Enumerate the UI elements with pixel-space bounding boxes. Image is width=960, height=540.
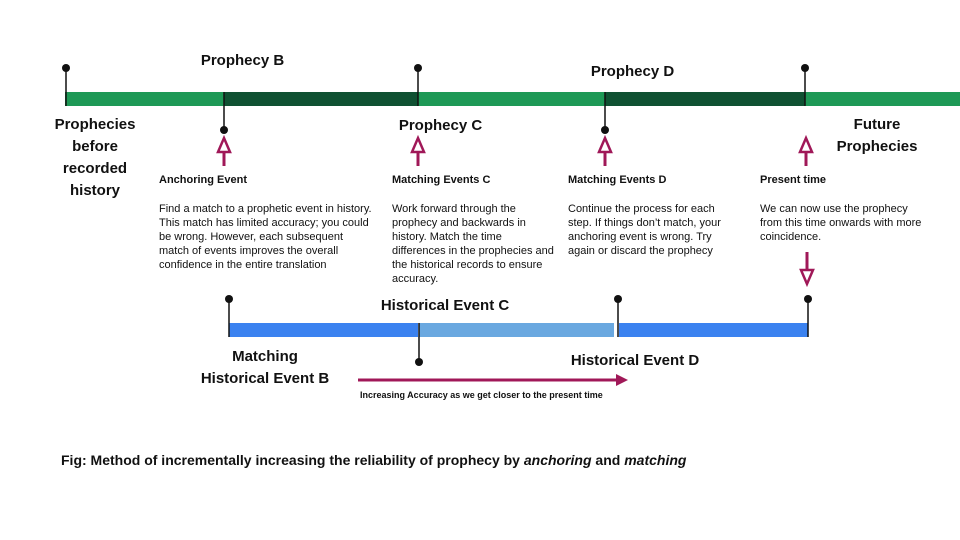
history-segment-d xyxy=(619,323,808,337)
step-matching-c-text: Work forward through the prophecy and ba… xyxy=(392,203,554,285)
caption-prefix: Fig: Method of incrementally increasing … xyxy=(61,452,524,468)
historical-event-b-label: Matching Historical Event B xyxy=(200,348,330,387)
up-arrow-matching-c xyxy=(410,134,426,166)
history-pin-present xyxy=(804,295,812,337)
timeline-pin-present xyxy=(801,64,809,106)
up-arrow-anchoring xyxy=(216,134,232,166)
timeline-pin-c xyxy=(414,64,422,106)
history-pin-c xyxy=(415,323,423,366)
up-arrow-present xyxy=(798,134,814,166)
prophecy-c-label: Prophecy C xyxy=(398,117,483,134)
step-matching-d-text: Continue the process for each step. If t… xyxy=(568,203,721,257)
step-present-heading: Present time xyxy=(760,174,827,186)
step-matching-c-heading: Matching Events C xyxy=(392,174,491,186)
history-segment-c xyxy=(419,323,614,337)
step-matching-d-heading: Matching Events D xyxy=(568,174,667,186)
caption-em-matching: matching xyxy=(624,452,687,468)
figure-caption: Fig: Method of incrementally increasing … xyxy=(61,452,686,468)
accuracy-arrow xyxy=(358,374,628,386)
prophecy-timeline-bar xyxy=(65,92,960,106)
step-anchoring-heading: Anchoring Event xyxy=(159,174,248,186)
history-segment-b xyxy=(229,323,418,337)
down-arrow-present xyxy=(799,252,815,288)
up-arrow-matching-d xyxy=(597,134,613,166)
prophecy-d-label: Prophecy D xyxy=(590,63,675,80)
history-pin-d xyxy=(614,295,622,337)
prophecy-d-segment xyxy=(605,92,805,106)
historical-event-c-label: Historical Event C xyxy=(380,297,510,314)
step-present-text: We can now use the prophecy from this ti… xyxy=(760,203,922,243)
history-pin-b xyxy=(225,295,233,337)
historical-event-d-label: Historical Event D xyxy=(570,352,700,369)
caption-mid: and xyxy=(591,452,625,468)
timeline-pin-start xyxy=(62,64,70,106)
accuracy-arrow-label: Increasing Accuracy as we get closer to … xyxy=(360,390,603,400)
caption-em-anchoring: anchoring xyxy=(523,452,592,468)
timeline-pin-anchor xyxy=(220,92,228,134)
prophecy-b-segment xyxy=(224,92,418,106)
timeline-pin-d xyxy=(601,92,609,134)
prophecy-b-label: Prophecy B xyxy=(200,52,285,69)
prophecies-before-history-label: Prophecies before recorded history xyxy=(54,116,136,199)
future-prophecies-label: Future Prophecies xyxy=(836,116,918,155)
step-anchoring-text: Find a match to a prophetic event in his… xyxy=(159,203,372,271)
